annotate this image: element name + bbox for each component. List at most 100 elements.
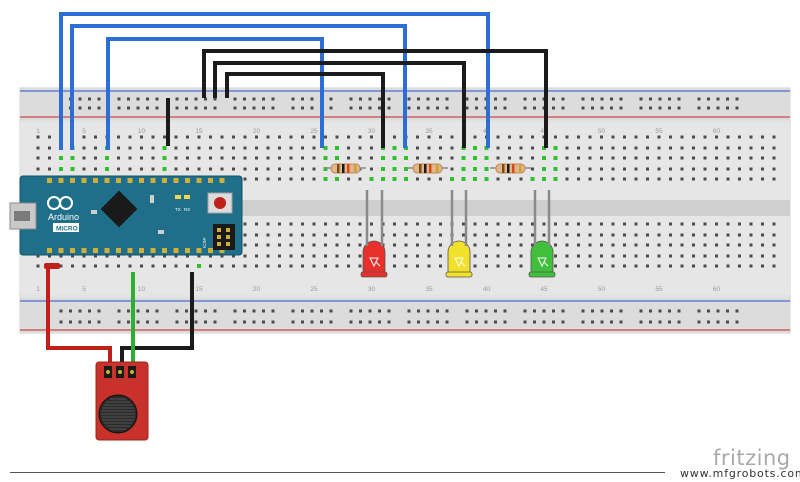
breadboard-hole	[577, 156, 580, 160]
breadboard-hole	[48, 156, 51, 160]
rail-hole	[726, 309, 729, 313]
breadboard-hole	[692, 222, 695, 226]
rail-hole	[359, 97, 362, 101]
breadboard-hole	[669, 146, 672, 150]
rail-hole	[649, 309, 652, 313]
breadboard-hole	[59, 264, 63, 268]
breadboard-hole	[197, 146, 201, 150]
breadboard-hole	[669, 254, 672, 258]
connected-hole	[392, 146, 397, 150]
header-pin	[116, 248, 121, 253]
rail-hole	[484, 320, 488, 324]
rail-hole	[185, 320, 188, 324]
breadboard-hole	[749, 233, 753, 237]
breadboard-hole	[703, 167, 707, 171]
breadboard-hole	[726, 222, 730, 226]
rail-hole	[445, 309, 449, 313]
breadboard-hole	[186, 254, 189, 258]
breadboard-hole	[151, 135, 155, 139]
breadboard-hole	[347, 177, 350, 181]
column-label: 50	[598, 286, 606, 293]
breadboard-hole	[761, 135, 764, 139]
header-pin	[185, 178, 190, 183]
rail-hole	[78, 320, 82, 324]
microphone-grille	[101, 398, 135, 430]
breadboard-hole	[220, 264, 224, 268]
rail-hole	[117, 97, 121, 101]
rail-hole	[301, 97, 304, 101]
connected-hole	[461, 156, 466, 160]
breadboard-hole	[266, 156, 270, 160]
breadboard-hole	[473, 264, 477, 268]
breadboard-hole	[117, 264, 120, 268]
breadboard-hole	[243, 156, 247, 160]
rail-hole	[465, 309, 469, 313]
breadboard-hole	[94, 135, 97, 139]
rail-hole	[726, 106, 729, 110]
rail-hole	[349, 106, 353, 110]
breadboard-hole	[370, 233, 373, 237]
connected-hole	[484, 167, 489, 171]
breadboard-hole	[611, 167, 615, 171]
breadboard-hole	[577, 222, 580, 226]
breadboard-hole	[140, 167, 143, 171]
breadboard-hole	[715, 135, 718, 139]
rail-hole	[561, 97, 565, 101]
breadboard-hole	[473, 135, 477, 139]
rail-hole	[204, 106, 207, 110]
breadboard-hole	[36, 254, 40, 258]
breadboard-hole	[128, 167, 132, 171]
breadboard-hole	[565, 146, 569, 150]
breadboard-hole	[151, 146, 155, 150]
fritzing-logo: fritzing	[713, 446, 791, 470]
connected-hole	[473, 156, 477, 160]
breadboard-hole	[94, 156, 97, 160]
header-pin	[219, 248, 225, 253]
breadboard-hole	[496, 156, 500, 160]
rail-hole	[185, 97, 188, 101]
breadboard-hole	[657, 243, 661, 247]
breadboard-hole	[669, 177, 672, 181]
breadboard-hole	[772, 135, 776, 139]
rail-hole	[610, 106, 613, 110]
header-pin	[70, 178, 75, 183]
breadboard-hole	[611, 264, 615, 268]
breadboard-hole	[565, 177, 569, 181]
rail-hole	[175, 320, 179, 324]
header-pin	[208, 248, 213, 253]
breadboard-hole	[646, 135, 649, 139]
breadboard-hole	[680, 156, 684, 160]
rail-hole	[503, 97, 507, 101]
breadboard-hole	[692, 264, 695, 268]
rail-hole	[243, 97, 246, 101]
microcontroller-chip	[100, 190, 138, 228]
breadboard-hole	[301, 135, 304, 139]
rail-hole	[329, 106, 333, 110]
breadboard-hole	[669, 167, 672, 171]
breadboard-hole	[657, 254, 661, 258]
breadboard-hole	[473, 254, 477, 258]
breadboard-hole	[588, 177, 592, 181]
breadboard-hole	[519, 222, 523, 226]
breadboard-hole	[646, 254, 649, 258]
connected-hole	[542, 167, 546, 171]
connected-hole	[461, 167, 466, 171]
breadboard-hole	[36, 264, 40, 268]
breadboard-hole	[243, 177, 247, 181]
rail-hole	[368, 106, 372, 110]
breadboard-hole	[680, 254, 684, 258]
breadboard-hole	[496, 264, 500, 268]
breadboard-hole	[255, 167, 258, 171]
rail-hole	[426, 97, 430, 101]
rail-hole	[368, 97, 372, 101]
breadboard-hole	[347, 233, 350, 237]
breadboard-hole	[749, 156, 753, 160]
breadboard-hole	[634, 146, 638, 150]
breadboard-hole	[634, 254, 638, 258]
breadboard-hole	[623, 243, 626, 247]
breadboard-hole	[439, 156, 442, 160]
breadboard-hole	[531, 135, 534, 139]
header-pin	[162, 248, 167, 253]
breadboard-hole	[646, 146, 649, 150]
rail-hole	[581, 320, 585, 324]
